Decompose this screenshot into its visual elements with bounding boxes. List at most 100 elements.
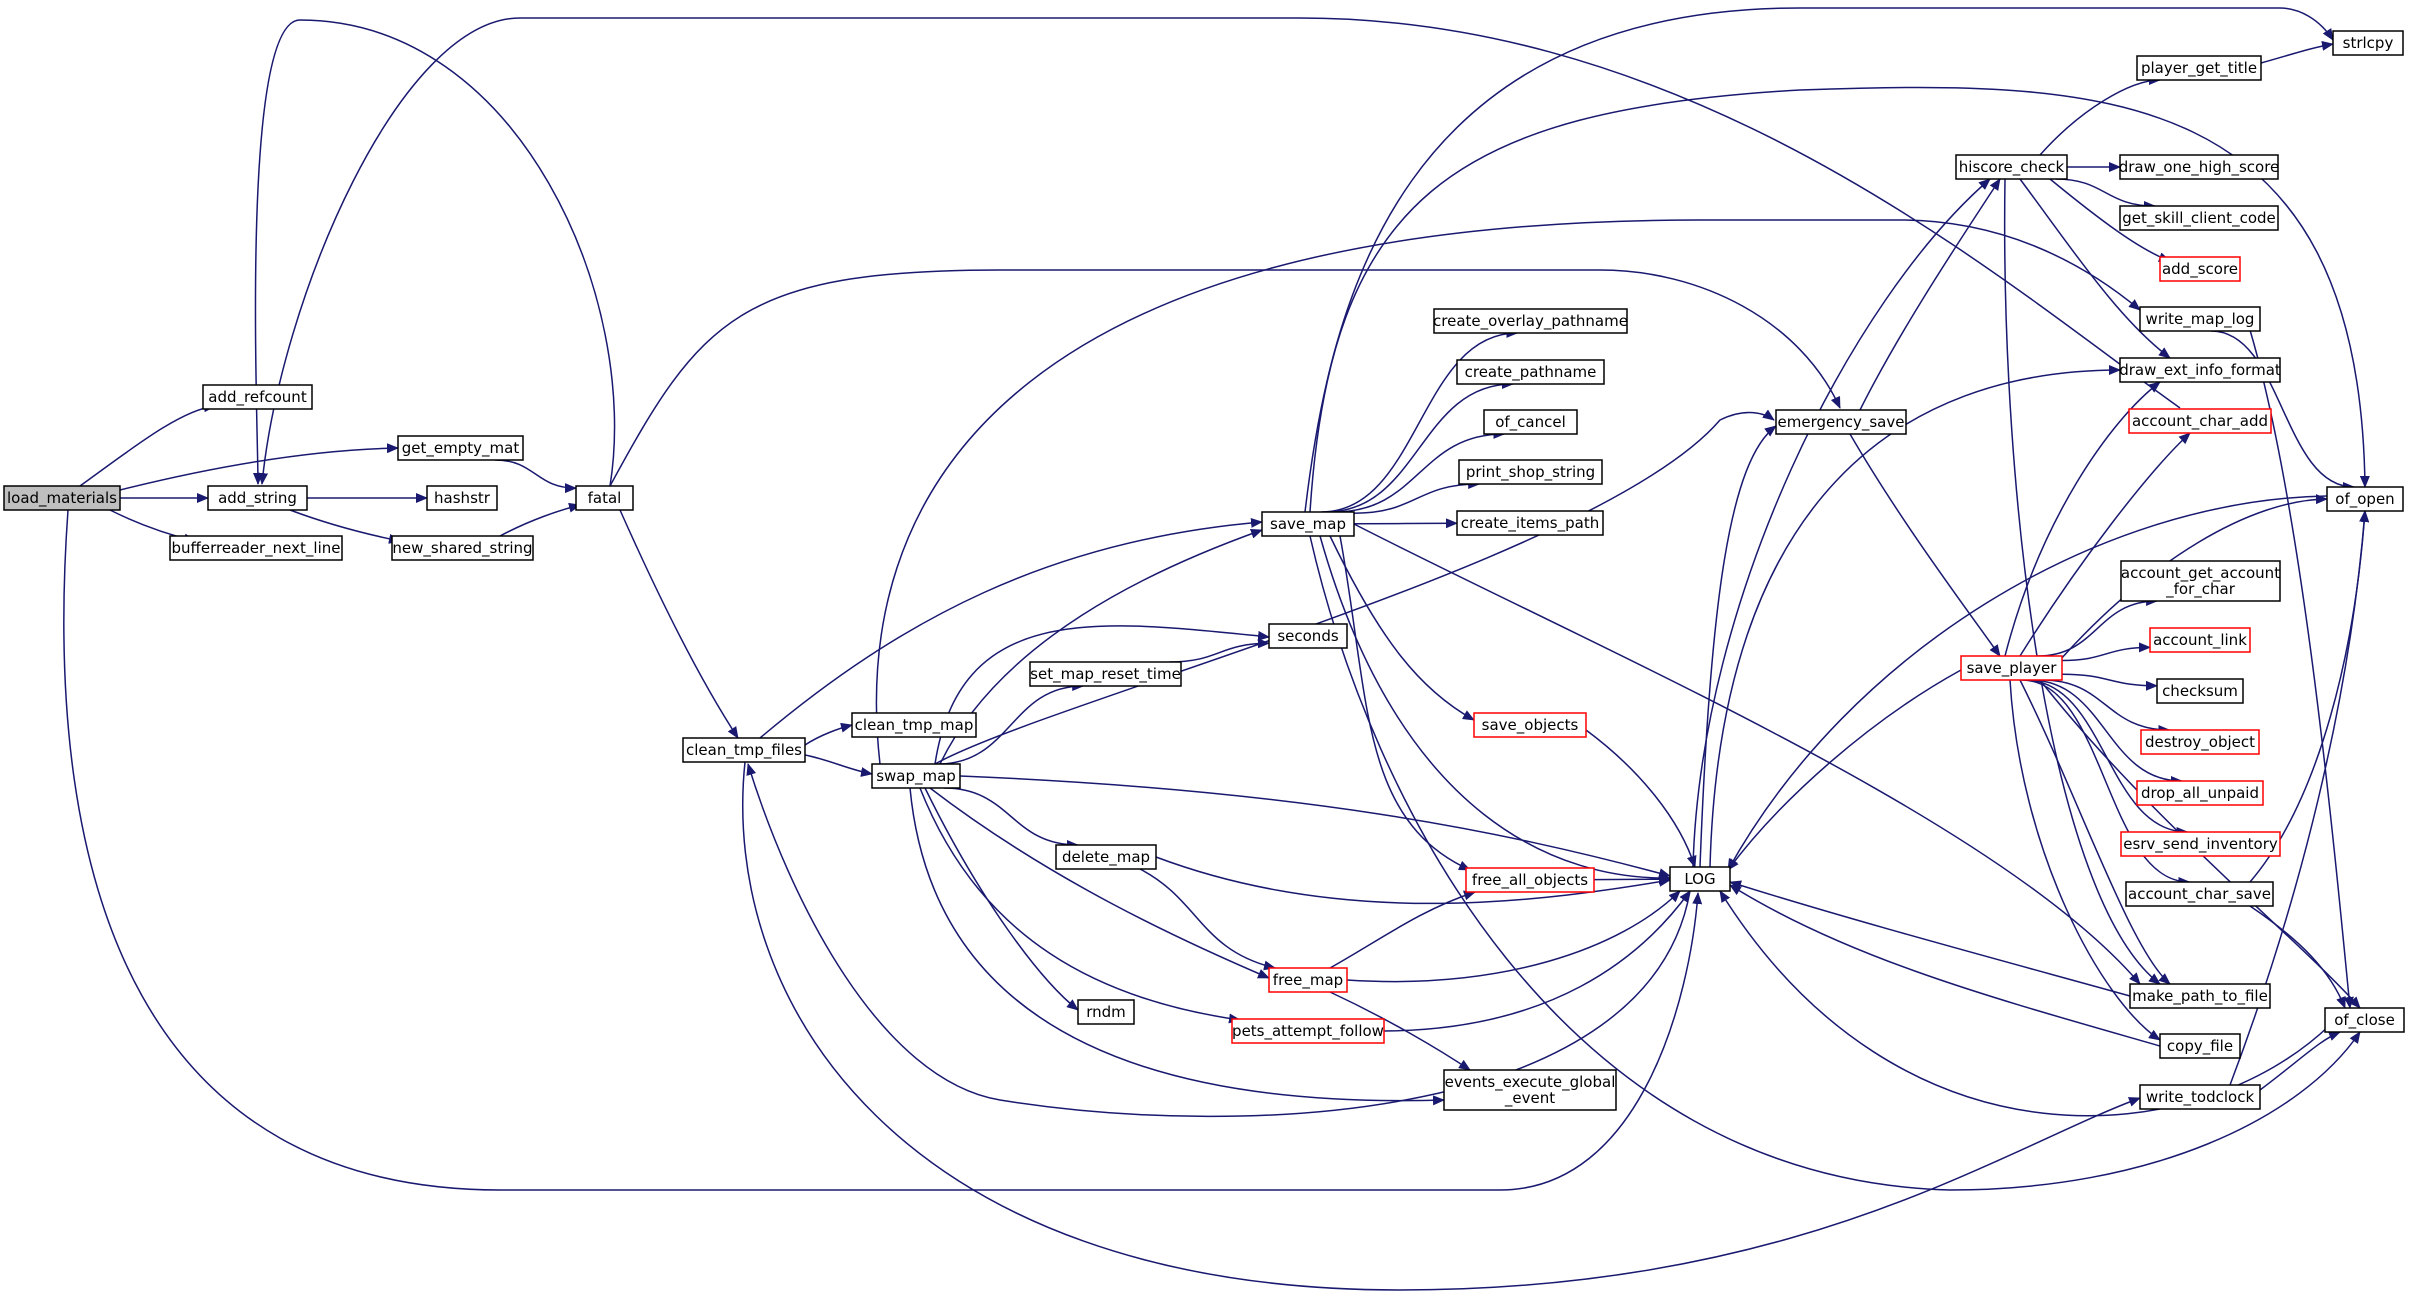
edge-LOG-to-draw_ext_info_format xyxy=(1709,365,2121,868)
node-events_execute_global_event[interactable]: events_execute_global_event xyxy=(1443,1069,1617,1111)
node-label: _for_char xyxy=(2165,580,2236,599)
edge-LOG-to-clean_tmp_files xyxy=(746,763,1691,1118)
node-swap_map[interactable]: swap_map xyxy=(871,763,961,789)
node-layer: load_materialsadd_refcountget_empty_mata… xyxy=(3,30,2405,1111)
edge-clean_tmp_files-to-write_todclock xyxy=(741,761,2141,1291)
node-clean_tmp_map[interactable]: clean_tmp_map xyxy=(851,712,977,738)
node-load_materials[interactable]: load_materials xyxy=(3,485,121,511)
edge-swap_map-to-seconds xyxy=(934,625,1270,765)
node-box xyxy=(2119,357,2281,383)
node-box xyxy=(2159,1033,2241,1059)
node-free_all_objects[interactable]: free_all_objects xyxy=(1465,867,1595,893)
edge-swap_map-to-emergency_save xyxy=(934,409,1775,765)
node-fatal[interactable]: fatal xyxy=(575,485,634,511)
node-box xyxy=(2120,560,2281,602)
node-save_objects[interactable]: save_objects xyxy=(1473,712,1587,738)
node-add_score[interactable]: add_score xyxy=(2159,256,2241,282)
node-print_shop_string[interactable]: print_shop_string xyxy=(1458,459,1603,485)
node-label: drop_all_unpaid xyxy=(2141,784,2259,803)
edge-fatal-to-add_string xyxy=(252,19,616,487)
edge-swap_map-to-events_execute_global_event xyxy=(909,787,1445,1106)
node-checksum[interactable]: checksum xyxy=(2156,678,2244,704)
edge-make_path_to_file-to-LOG xyxy=(1729,880,2131,997)
node-box xyxy=(2326,486,2404,512)
node-esrv_send_inventory[interactable]: esrv_send_inventory xyxy=(2120,831,2281,857)
node-label: print_shop_string xyxy=(1466,463,1595,482)
edge-save_map-to-make_path_to_file xyxy=(1353,523,2141,985)
node-draw_ext_info_format[interactable]: draw_ext_info_format xyxy=(2119,357,2281,383)
node-create_overlay_pathname[interactable]: create_overlay_pathname xyxy=(1433,308,1628,334)
node-get_skill_client_code[interactable]: get_skill_client_code xyxy=(2119,205,2279,231)
node-create_pathname[interactable]: create_pathname xyxy=(1456,359,1605,385)
node-rndm[interactable]: rndm xyxy=(1077,999,1135,1025)
node-label: account_char_save xyxy=(2128,885,2271,904)
node-account_link[interactable]: account_link xyxy=(2149,627,2251,653)
node-label: write_todclock xyxy=(2146,1088,2255,1107)
edge-new_shared_string-to-fatal xyxy=(499,502,581,537)
edge-save_map-to-of_cancel xyxy=(1334,429,1506,513)
node-label: pets_attempt_follow xyxy=(1232,1022,1384,1041)
node-destroy_object[interactable]: destroy_object xyxy=(2140,729,2260,755)
node-account_char_add[interactable]: account_char_add xyxy=(2128,408,2272,434)
node-save_player[interactable]: save_player xyxy=(1960,655,2063,681)
node-label: draw_one_high_score xyxy=(2119,158,2280,177)
edge-save_player-to-of_open xyxy=(2059,494,2328,661)
node-label: add_refcount xyxy=(208,388,307,407)
node-add_string[interactable]: add_string xyxy=(207,485,308,511)
node-hashstr[interactable]: hashstr xyxy=(426,485,498,511)
edge-save_player-to-account_get_account_for_char xyxy=(2037,596,2159,657)
edge-save_map-to-free_all_objects xyxy=(1339,535,1471,871)
node-label: of_cancel xyxy=(1495,413,1566,432)
node-LOG[interactable]: LOG xyxy=(1669,866,1731,892)
node-save_map[interactable]: save_map xyxy=(1261,511,1355,537)
edge-load_materials-to-get_empty_mat xyxy=(119,443,399,491)
node-of_open[interactable]: of_open xyxy=(2326,486,2404,512)
node-box xyxy=(1029,661,1182,687)
node-of_close[interactable]: of_close xyxy=(2324,1007,2405,1033)
node-add_refcount[interactable]: add_refcount xyxy=(202,384,313,410)
node-box xyxy=(3,485,121,511)
node-box xyxy=(851,712,977,738)
node-write_todclock[interactable]: write_todclock xyxy=(2139,1084,2261,1110)
node-clean_tmp_files[interactable]: clean_tmp_files xyxy=(682,737,806,763)
node-bufferreader_next_line[interactable]: bufferreader_next_line xyxy=(169,535,343,561)
edge-fatal-to-clean_tmp_files xyxy=(619,509,739,739)
node-box xyxy=(2149,627,2251,653)
node-account_char_save[interactable]: account_char_save xyxy=(2125,881,2274,907)
node-create_items_path[interactable]: create_items_path xyxy=(1456,510,1604,536)
node-pets_attempt_follow[interactable]: pets_attempt_follow xyxy=(1231,1018,1385,1044)
node-box xyxy=(1669,866,1731,892)
node-box xyxy=(1055,844,1157,870)
node-write_map_log[interactable]: write_map_log xyxy=(2139,306,2261,332)
node-account_get_account_for_char[interactable]: account_get_account_for_char xyxy=(2120,560,2281,602)
node-box xyxy=(426,485,498,511)
node-box xyxy=(1465,867,1595,893)
node-make_path_to_file[interactable]: make_path_to_file xyxy=(2129,983,2271,1009)
node-delete_map[interactable]: delete_map xyxy=(1055,844,1157,870)
edge-save_player-to-account_char_save xyxy=(2021,679,2191,887)
node-strlcpy[interactable]: strlcpy xyxy=(2332,30,2404,56)
node-emergency_save[interactable]: emergency_save xyxy=(1775,409,1907,435)
edge-save_player-to-drop_all_unpaid xyxy=(2029,679,2183,786)
node-drop_all_unpaid[interactable]: drop_all_unpaid xyxy=(2136,780,2264,806)
node-free_map[interactable]: free_map xyxy=(1268,967,1348,993)
node-player_get_title[interactable]: player_get_title xyxy=(2136,55,2262,81)
node-label: get_skill_client_code xyxy=(2122,209,2276,228)
node-new_shared_string[interactable]: new_shared_string xyxy=(391,535,534,561)
node-set_map_reset_time[interactable]: set_map_reset_time xyxy=(1029,661,1182,687)
node-of_cancel[interactable]: of_cancel xyxy=(1483,409,1578,435)
node-box xyxy=(202,384,313,410)
node-seconds[interactable]: seconds xyxy=(1268,623,1348,649)
node-box xyxy=(1483,409,1578,435)
node-box xyxy=(2136,780,2264,806)
node-label: draw_ext_info_format xyxy=(2119,361,2281,380)
node-label: hiscore_check xyxy=(1959,158,2065,177)
node-label: add_string xyxy=(218,489,297,508)
node-get_empty_mat[interactable]: get_empty_mat xyxy=(397,435,524,461)
node-copy_file[interactable]: copy_file xyxy=(2159,1033,2241,1059)
node-draw_one_high_score[interactable]: draw_one_high_score xyxy=(2119,154,2280,180)
edge-of_close-to-LOG xyxy=(1719,890,2331,1117)
node-hiscore_check[interactable]: hiscore_check xyxy=(1955,154,2068,180)
edge-swap_map-to-rndm xyxy=(924,787,1079,1011)
node-box xyxy=(1268,623,1348,649)
